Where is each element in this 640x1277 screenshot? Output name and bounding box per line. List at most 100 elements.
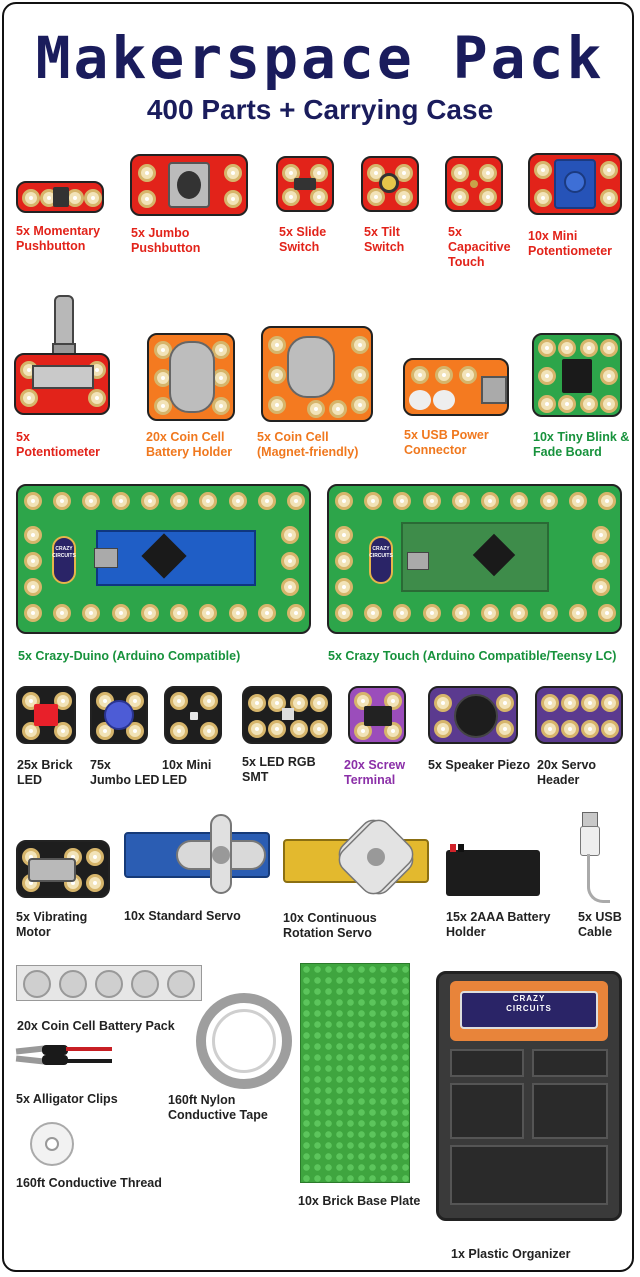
board-pad (335, 526, 353, 544)
alligator-clips-part (15, 1045, 112, 1067)
brick-base-plate-label: 10x Brick Base Plate (298, 1194, 421, 1208)
continuous-servo-label: 10x Continuous Rotation Servo (283, 911, 377, 940)
board-pad (111, 604, 130, 622)
potentiometer-label: 5x Potentiometer (16, 430, 101, 459)
crazy-touch-label: 5x Crazy Touch (Arduino Compatible/Teens… (328, 649, 617, 663)
board-pad (592, 526, 610, 544)
board-pad (393, 492, 412, 510)
standard-servo-label: 10x Standard Servo (124, 909, 241, 923)
coin-cell-holder-board (147, 333, 235, 421)
board-pad (53, 492, 72, 510)
coin-cell-holder-label: 20x Coin Cell Battery Holder (146, 430, 233, 459)
board-pad (24, 578, 42, 596)
tilt-switch-label: 5x Tilt Switch (364, 225, 405, 254)
mini-led-board (164, 686, 222, 744)
capacitive-touch-board (445, 156, 503, 212)
speaker-piezo-label: 5x Speaker Piezo (428, 758, 531, 772)
board-pad (257, 604, 276, 622)
coin-cell-magnet-label: 5x Coin Cell (Magnet-friendly) (257, 430, 359, 459)
board-pad (199, 604, 218, 622)
jumbo-led-board (90, 686, 148, 744)
board-pad (140, 492, 159, 510)
board-pad (335, 492, 353, 510)
board-pad (481, 604, 500, 622)
board-pad (510, 604, 529, 622)
usb-power-board (403, 358, 509, 416)
board-pad (228, 604, 247, 622)
crazy-duino-label: 5x Crazy-Duino (Arduino Compatible) (18, 649, 241, 663)
conductive-thread-part (30, 1122, 74, 1166)
board-pad (111, 492, 130, 510)
plastic-organizer-label: 1x Plastic Organizer (451, 1247, 571, 1261)
board-pad (82, 604, 101, 622)
jumbo-pushbutton-label: 5x Jumbo Pushbutton (131, 226, 201, 255)
touch-logo-line2: CIRCUITS (369, 553, 393, 559)
slide-switch-label: 5x Slide Switch (279, 225, 327, 254)
board-pad (170, 604, 189, 622)
usb-cable-label: 5x USB Cable (578, 910, 622, 939)
battery-holder-2aaa-part (446, 844, 540, 896)
board-pad (287, 604, 305, 622)
brick-base-plate-part (300, 963, 410, 1183)
jumbo-led-label: 75x Jumbo LED (90, 758, 160, 787)
board-pad (481, 492, 500, 510)
organizer-logo-line2: CIRCUITS (506, 1004, 552, 1013)
momentary-pushbutton-board (16, 181, 104, 213)
board-pad (510, 492, 529, 510)
slide-switch-board (276, 156, 334, 212)
board-pad (228, 492, 247, 510)
page-subtitle: 400 Parts + Carrying Case (146, 94, 494, 125)
screw-terminal-label: 20x Screw Terminal (344, 758, 406, 787)
organizer-logo-line1: CRAZY (512, 994, 546, 1003)
coin-cell-magnet-board (261, 326, 373, 422)
mini-potentiometer-board (528, 153, 622, 215)
brick-led-label: 25x Brick LED (17, 758, 73, 787)
board-pad (24, 604, 42, 622)
board-pad (82, 492, 101, 510)
board-pad (24, 526, 42, 544)
board-pad (568, 604, 587, 622)
standard-servo-part (124, 814, 270, 894)
potentiometer-part (14, 295, 110, 419)
board-pad (451, 604, 470, 622)
vibrating-motor-label: 5x Vibrating Motor (16, 910, 88, 939)
touch-logo-line1: CRAZY (372, 546, 390, 552)
board-pad (451, 492, 470, 510)
alligator-clips-label: 5x Alligator Clips (16, 1092, 118, 1106)
jumbo-pushbutton-board (130, 154, 248, 216)
board-pad (539, 604, 558, 622)
duino-logo-line2: CIRCUITS (52, 553, 76, 559)
page-title: Makerspace Pack (35, 24, 605, 92)
board-pad (24, 492, 42, 510)
tiny-blink-label: 10x Tiny Blink & Fade Board (533, 430, 630, 459)
usb-cable-part (578, 812, 610, 903)
board-pad (364, 604, 383, 622)
board-pad (281, 552, 299, 570)
coin-cell-pack-part (16, 965, 202, 1001)
servo-header-board (535, 686, 623, 744)
servo-header-label: 20x Servo Header (537, 758, 597, 787)
conductive-thread-label: 160ft Conductive Thread (16, 1176, 162, 1190)
mini-potentiometer-label: 10x Mini Potentiometer (528, 229, 613, 258)
continuous-servo-part (283, 814, 429, 900)
board-pad (257, 492, 276, 510)
speaker-piezo-board (428, 686, 518, 744)
board-pad (592, 552, 610, 570)
board-pad (364, 492, 383, 510)
battery-holder-2aaa-label: 15x 2AAA Battery Holder (446, 910, 551, 939)
tiny-blink-board (532, 333, 622, 417)
board-pad (53, 604, 72, 622)
board-pad (598, 604, 616, 622)
board-pad (422, 604, 441, 622)
momentary-pushbutton-label: 5x Momentary Pushbutton (16, 224, 101, 253)
board-pad (422, 492, 441, 510)
board-pad (568, 492, 587, 510)
board-pad (281, 578, 299, 596)
screw-terminal-board (348, 686, 406, 744)
board-pad (287, 492, 305, 510)
board-pad (281, 526, 299, 544)
